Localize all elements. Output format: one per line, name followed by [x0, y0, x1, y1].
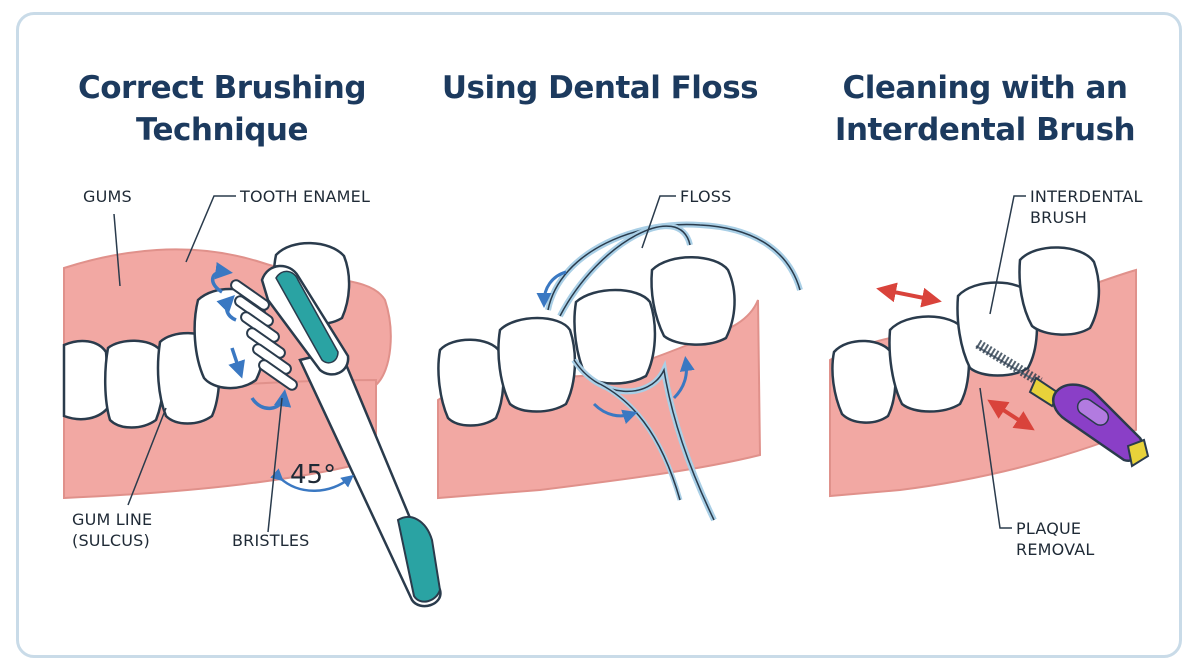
label-tooth-enamel: TOOTH ENAMEL — [240, 187, 371, 206]
label-leaders — [979, 195, 1026, 529]
label-bristles: BRISTLES — [232, 531, 310, 550]
interdental-brush-bristles — [975, 339, 1043, 387]
label-floss: FLOSS — [680, 187, 732, 206]
label-interdental-brush-line2: BRUSH — [1030, 208, 1087, 227]
label-gum-line-line2: (SULCUS) — [72, 531, 150, 550]
panel-title-brushing-line1: Correct Brushing — [77, 70, 367, 106]
floss-illustration — [437, 195, 803, 522]
tooth — [888, 315, 971, 413]
tooth — [103, 339, 165, 429]
tooth — [831, 339, 897, 424]
circular-motion-arrow — [211, 262, 233, 294]
label-interdental-brush: INTERDENTAL BRUSH — [1030, 186, 1143, 228]
panel-title-floss-line1: Using Dental Floss — [441, 70, 759, 106]
tooth — [956, 281, 1039, 377]
tooth — [437, 338, 505, 427]
back-forth-arrow — [987, 399, 1035, 431]
label-plaque-removal-line2: REMOVAL — [1016, 540, 1095, 559]
interdental-illustration — [829, 195, 1150, 529]
label-interdental-brush-line1: INTERDENTAL — [1030, 187, 1143, 206]
circular-motion-arrow — [216, 295, 237, 322]
label-gum-line: GUM LINE (SULCUS) — [72, 509, 152, 551]
label-angle: 45° — [290, 460, 337, 490]
floss-direction-arrow — [672, 356, 695, 400]
toothbrush-handle-accent — [396, 515, 442, 603]
angle-arc — [270, 468, 354, 492]
label-leaders — [113, 195, 283, 533]
interdental-brush-grip — [1076, 398, 1110, 426]
panel-title-floss: Using Dental Floss — [410, 67, 790, 109]
tooth — [62, 339, 112, 421]
label-gums: GUMS — [83, 187, 132, 206]
label-plaque-removal-line1: PLAQUE — [1016, 519, 1082, 538]
panel-title-brushing-line2: Technique — [136, 112, 308, 148]
tooth — [1018, 246, 1101, 336]
panel-title-interdental: Cleaning with an Interdental Brush — [795, 67, 1175, 151]
toothbrush-head-accent — [275, 270, 339, 364]
interdental-brush-tool — [975, 339, 1150, 468]
floss-strand — [545, 221, 803, 522]
panel-title-interdental-line1: Cleaning with an — [842, 70, 1128, 106]
label-plaque-removal: PLAQUE REMOVAL — [1016, 518, 1095, 560]
panel-title-interdental-line2: Interdental Brush — [834, 112, 1136, 148]
floss-direction-arrow — [536, 270, 567, 308]
tooth — [497, 316, 577, 413]
brushing-illustration — [62, 195, 442, 608]
circular-motion-arrow — [228, 347, 245, 379]
panel-title-brushing: Correct Brushing Technique — [32, 67, 412, 151]
circular-motion-arrow — [250, 389, 292, 410]
label-leader — [641, 195, 676, 249]
tooth — [573, 288, 657, 385]
back-forth-arrow — [876, 282, 942, 308]
label-gum-line-line1: GUM LINE — [72, 510, 153, 529]
floss-direction-arrow — [592, 402, 638, 424]
toothbrush-bristles — [230, 279, 298, 391]
tooth — [650, 256, 736, 346]
interdental-brush-cap — [1126, 438, 1150, 468]
